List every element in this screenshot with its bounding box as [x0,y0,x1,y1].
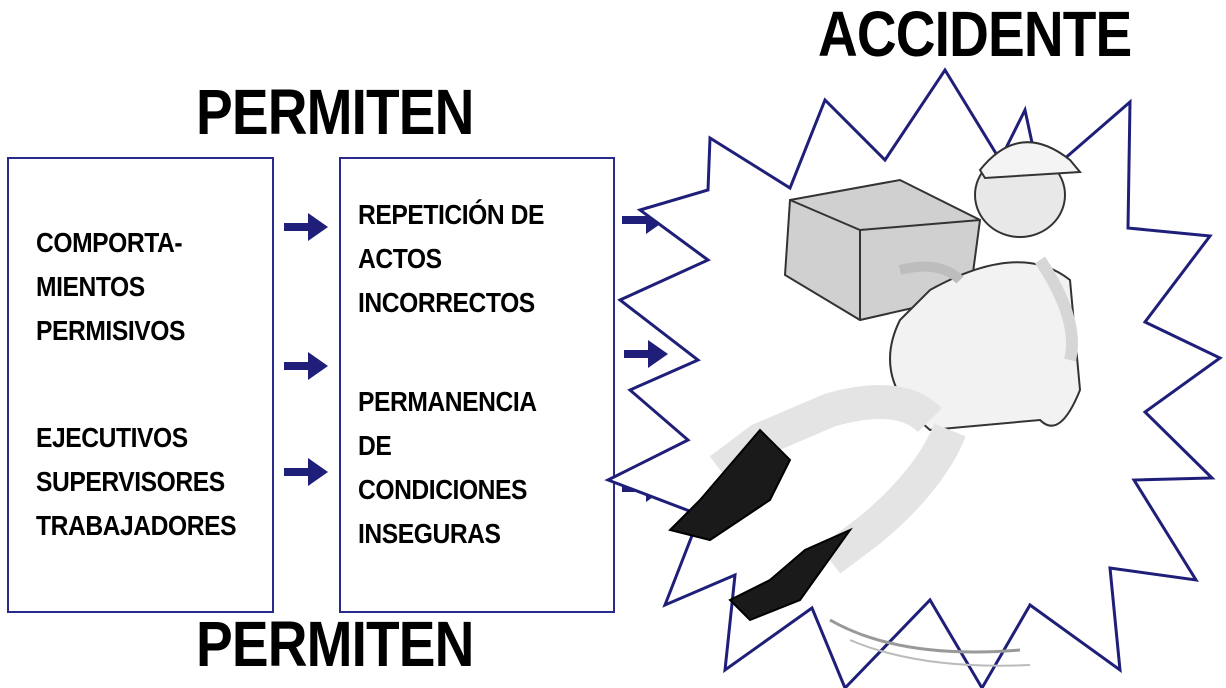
right-arrow-icon [284,352,328,380]
text-line: PERMISIVOS [36,315,185,346]
roles-text: EJECUTIVOS SUPERVISORES TRABAJADORES [36,416,237,548]
text-line: MIENTOS [36,271,145,302]
right-arrow-icon [284,458,328,486]
permissive-behaviors-text: COMPORTA- MIENTOS PERMISIVOS [36,221,185,353]
right-arrow-icon [624,340,668,368]
text-line: ACTOS [358,243,442,274]
right-arrow-icon [284,213,328,241]
unsafe-conditions-text: PERMANENCIA DE CONDICIONES INSEGURAS [358,380,537,556]
text-line: PERMANENCIA [358,386,537,417]
text-line: DE [358,430,392,461]
text-line: EJECUTIVOS [36,422,188,453]
text-line: TRABAJADORES [36,510,237,541]
falling-worker-icon [668,141,1083,667]
text-line: SUPERVISORES [36,466,225,497]
box-permissive-behaviors [7,157,274,613]
text-line: REPETICIÓN DE [358,199,544,230]
title-permiten-top: PERMITEN [196,76,474,148]
accident-burst-illustration [604,67,1223,688]
text-line: INCORRECTOS [358,287,535,318]
title-accidente: ACCIDENTE [818,0,1132,70]
box-incorrect-acts-unsafe-conditions [339,157,615,613]
title-permiten-bottom: PERMITEN [196,608,474,680]
text-line: CONDICIONES [358,474,528,505]
text-line: COMPORTA- [36,227,183,258]
text-line: INSEGURAS [358,518,501,549]
incorrect-acts-text: REPETICIÓN DE ACTOS INCORRECTOS [358,193,544,325]
